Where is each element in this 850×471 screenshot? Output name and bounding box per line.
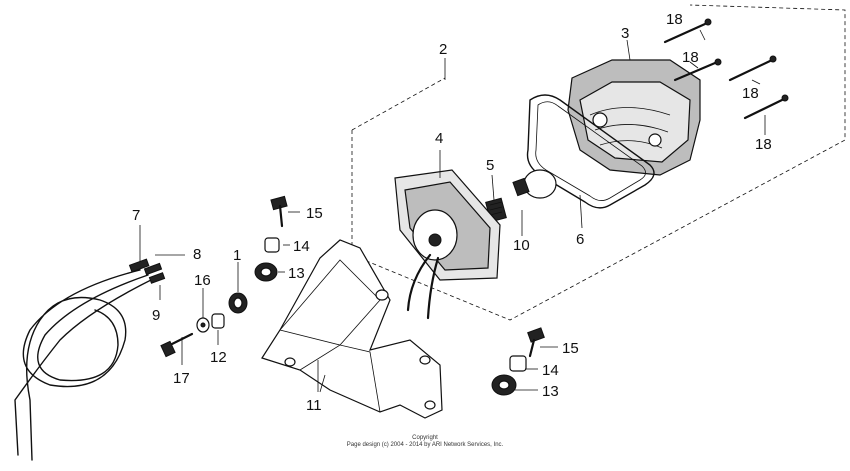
label-14-a: 14: [293, 238, 310, 255]
label-5: 5: [486, 157, 494, 174]
assembly-2-boundary: [351, 4, 846, 321]
label-18-d: 18: [755, 136, 772, 153]
tail-lamp-lens: [567, 59, 701, 176]
label-13-b: 13: [542, 383, 559, 400]
label-3: 3: [621, 25, 629, 42]
label-17: 17: [173, 370, 190, 387]
leader-lines: [139, 29, 766, 393]
lamp-bracket: [261, 239, 443, 419]
copyright-line-2: Page design (c) 2004 - 2014 by ARI Netwo…: [346, 442, 504, 448]
label-18-c: 18: [742, 85, 759, 102]
label-18-b: 18: [682, 49, 699, 66]
lower-bolt-set: [491, 327, 545, 396]
copyright-line-1: Copyright: [412, 435, 438, 441]
lamp-base: [394, 150, 501, 281]
lens-screws: [663, 18, 789, 120]
label-6: 6: [576, 231, 584, 248]
label-15-a: 15: [306, 205, 323, 222]
part-labels: 2 3 18 18 18 18 4 5 10 6 15 14 13 1 7 8 …: [132, 11, 772, 414]
lens-gasket: [526, 94, 655, 209]
label-15-b: 15: [562, 340, 579, 357]
label-10: 10: [513, 237, 530, 254]
label-7: 7: [132, 207, 140, 224]
upper-bolt-set: [254, 195, 288, 282]
label-11: 11: [306, 397, 322, 414]
label-4: 4: [435, 130, 443, 147]
label-8: 8: [193, 246, 201, 263]
label-2: 2: [439, 41, 447, 58]
label-14-b: 14: [542, 362, 559, 379]
label-16: 16: [194, 272, 211, 289]
wire-harness: [14, 258, 166, 461]
label-12: 12: [210, 349, 227, 366]
lamp-wires: [406, 253, 440, 320]
label-18-a: 18: [666, 11, 683, 28]
grommet-and-fasteners: [160, 292, 248, 358]
label-13-a: 13: [288, 265, 305, 282]
lamp-bulb: [512, 169, 557, 236]
copyright-notice: Copyright Page design (c) 2004 - 2014 by…: [0, 435, 850, 449]
label-1: 1: [233, 247, 241, 264]
label-9: 9: [152, 307, 160, 324]
